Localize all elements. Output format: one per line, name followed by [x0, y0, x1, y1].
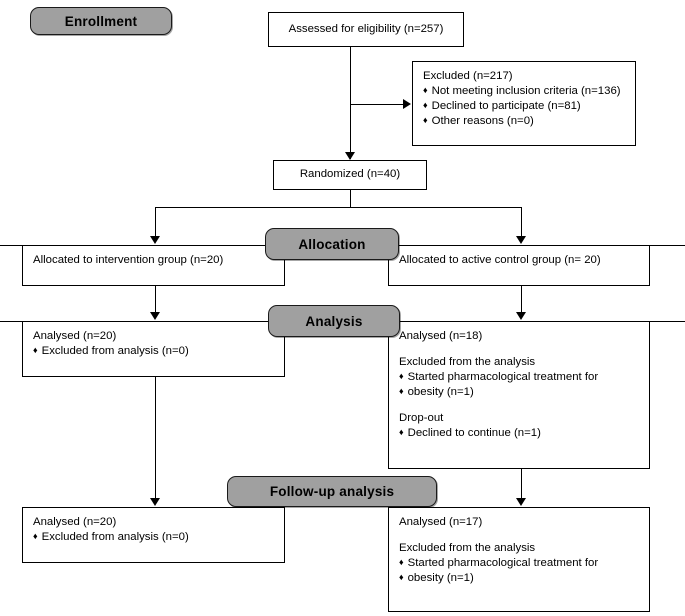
box-allocated-control-text: Allocated to active control group (n= 20… — [399, 254, 601, 266]
stage-badge-allocation: Allocation — [265, 228, 399, 260]
connector-randomized-stem — [350, 190, 351, 208]
box-randomized: Randomized (n=40) — [273, 160, 427, 190]
box-analysis-control-excluded-heading: Excluded from the analysis — [399, 356, 536, 369]
box-followup-control-excluded-bullet-line2: obesity (n=1) — [399, 571, 640, 586]
connector-allocation-left-drop — [155, 207, 156, 237]
arrow-to-analysis-intervention — [150, 312, 160, 320]
arrow-to-analysis-control — [516, 312, 526, 320]
box-excluded-reason-2: Declined to participate (n=81) — [423, 99, 626, 114]
box-analysis-intervention-heading: Analysed (n=20) — [33, 330, 117, 342]
stage-badge-allocation-label: Allocation — [298, 236, 366, 252]
box-randomized-text: Randomized (n=40) — [299, 168, 401, 181]
box-allocated-intervention-text: Allocated to intervention group (n=20) — [33, 254, 224, 266]
box-allocated-intervention: Allocated to intervention group (n=20) — [22, 245, 285, 286]
box-followup-intervention-heading: Analysed (n=20) — [33, 516, 117, 528]
stage-badge-enrollment: Enrollment — [30, 7, 172, 35]
connector-assessed-to-excluded — [350, 104, 405, 105]
box-excluded: Excluded (n=217) Not meeting inclusion c… — [412, 61, 636, 146]
stage-badge-analysis-label: Analysis — [305, 313, 363, 329]
arrow-to-allocated-control — [516, 236, 526, 244]
connector-control-alloc-to-analysis — [521, 286, 522, 313]
box-excluded-heading: Excluded (n=217) — [423, 70, 513, 82]
arrow-to-followup-intervention — [150, 498, 160, 506]
stage-badge-enrollment-label: Enrollment — [64, 13, 138, 29]
box-followup-control-excluded-bullet-line1: Started pharmacological treatment for — [399, 556, 640, 571]
box-followup-control-excluded-heading: Excluded from the analysis — [399, 542, 536, 555]
stage-badge-analysis: Analysis — [268, 305, 400, 337]
box-analysis-control-excluded-bullet-line2: obesity (n=1) — [399, 385, 640, 400]
box-assessed-for-eligibility: Assessed for eligibility (n=257) — [268, 12, 464, 47]
connector-assessed-to-randomized — [350, 47, 351, 159]
box-followup-control-heading: Analysed (n=17) — [399, 516, 483, 528]
box-analysis-control-dropout-heading: Drop-out — [399, 412, 444, 425]
connector-allocation-split-bar — [155, 207, 521, 208]
stage-badge-followup-label: Follow-up analysis — [269, 484, 395, 499]
box-excluded-reason-3: Other reasons (n=0) — [423, 114, 626, 129]
connector-intervention-alloc-to-analysis — [155, 286, 156, 313]
box-excluded-reason-1: Not meeting inclusion criteria (n=136) — [423, 84, 626, 99]
stage-badge-followup-analysis: Follow-up analysis — [227, 476, 437, 507]
box-analysis-control-heading: Analysed (n=18) — [399, 330, 483, 342]
box-followup-intervention-bullet-1: Excluded from analysis (n=0) — [33, 530, 275, 545]
connector-control-analysis-to-followup — [521, 469, 522, 499]
box-analysis-control: Analysed (n=18) Excluded from the analys… — [388, 321, 650, 469]
arrow-to-randomized — [345, 152, 355, 160]
box-analysis-intervention: Analysed (n=20) Excluded from analysis (… — [22, 321, 285, 377]
box-allocated-control: Allocated to active control group (n= 20… — [388, 245, 650, 286]
box-followup-control: Analysed (n=17) Excluded from the analys… — [388, 507, 650, 612]
connector-allocation-right-drop — [521, 207, 522, 237]
box-analysis-control-excluded-bullet-line1: Started pharmacological treatment for — [399, 370, 640, 385]
arrow-to-excluded — [403, 99, 411, 109]
arrow-to-allocated-intervention — [150, 236, 160, 244]
box-analysis-control-dropout-bullet: Declined to continue (n=1) — [399, 426, 640, 441]
arrow-to-followup-control — [516, 498, 526, 506]
box-followup-intervention: Analysed (n=20) Excluded from analysis (… — [22, 507, 285, 563]
box-analysis-intervention-bullet-1: Excluded from analysis (n=0) — [33, 344, 275, 359]
connector-intervention-analysis-to-followup — [155, 377, 156, 499]
box-assessed-text: Assessed for eligibility (n=257) — [288, 22, 444, 35]
